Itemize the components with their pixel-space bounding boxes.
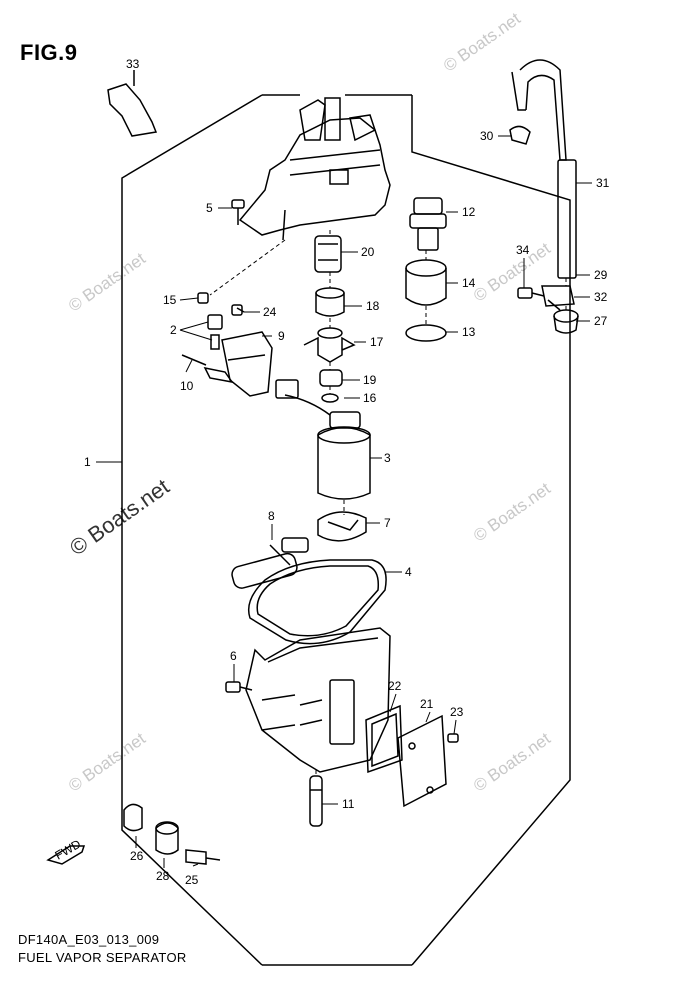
plug-26-part (123, 803, 143, 832)
assembly-outline (411, 95, 571, 966)
callout-13: 13 (462, 325, 476, 339)
callout-33: 33 (126, 57, 140, 71)
filter-holder-part (315, 287, 345, 317)
assembly-outline (121, 94, 263, 966)
callout-14: 14 (462, 276, 476, 290)
regulator-holder-part (405, 259, 447, 306)
grommet-27-part (553, 309, 579, 334)
callout-9: 9 (278, 329, 285, 343)
callout-19: 19 (363, 373, 377, 387)
callout-2: 2 (170, 323, 177, 337)
callout-1: 1 (84, 455, 91, 469)
callout-25: 25 (185, 873, 199, 887)
callout-16: 16 (363, 391, 377, 405)
callout-22: 22 (388, 679, 402, 693)
cover-gasket-part (365, 704, 403, 774)
diagram-code: DF140A_E03_013_009 (18, 932, 160, 947)
bolt-25-part (185, 849, 221, 865)
front-arrow-label: FWD (53, 837, 84, 863)
callout-31: 31 (596, 176, 610, 190)
filter-part (314, 235, 342, 273)
callout-27: 27 (594, 314, 608, 328)
callout-6: 6 (230, 649, 237, 663)
grommet-part (319, 369, 343, 387)
figure-title: FIG.9 (20, 40, 78, 65)
pressure-regulator-part (409, 197, 447, 251)
callout-7: 7 (384, 516, 391, 530)
fuel-pump-part (275, 379, 371, 500)
o-ring-part (405, 324, 447, 342)
plug-part (207, 314, 223, 330)
callout-15: 15 (163, 293, 177, 307)
callout-18: 18 (366, 299, 380, 313)
clip-32-part (541, 285, 575, 311)
front-arrow-icon (46, 845, 86, 865)
callout-32: 32 (594, 290, 608, 304)
grommet-28-part (155, 821, 179, 855)
washer-part (321, 393, 339, 403)
bolt-34-part (517, 287, 545, 299)
hose-clamp-part (509, 125, 531, 145)
pump-cover-part (221, 331, 273, 397)
callout-26: 26 (130, 849, 144, 863)
callout-28: 28 (156, 869, 170, 883)
gasket-part (247, 559, 387, 645)
pump-holder-part (317, 511, 367, 542)
callout-8: 8 (268, 509, 275, 523)
callout-23: 23 (450, 705, 464, 719)
bracket-33-part (107, 70, 158, 137)
callout-30: 30 (480, 129, 494, 143)
callout-10: 10 (180, 379, 194, 393)
callout-12: 12 (462, 205, 476, 219)
separator-case-part (245, 627, 391, 773)
callout-3: 3 (384, 451, 391, 465)
pin-part (181, 354, 207, 366)
callout-20: 20 (361, 245, 375, 259)
diagram-name: FUEL VAPOR SEPARATOR (18, 950, 187, 965)
callout-29: 29 (594, 268, 608, 282)
screw-part (231, 199, 245, 225)
callout-21: 21 (420, 697, 434, 711)
drain-screw-part (225, 681, 253, 693)
callout-24: 24 (263, 305, 277, 319)
cover-plate-part (397, 714, 447, 808)
callout-17: 17 (370, 335, 384, 349)
float-part (231, 537, 309, 589)
separator-cover-part (238, 97, 391, 241)
pipe-part (309, 775, 323, 827)
callout-4: 4 (405, 565, 412, 579)
callout-5: 5 (206, 201, 213, 215)
callout-34: 34 (516, 243, 530, 257)
cushion-part (303, 327, 356, 363)
hose-part (511, 59, 577, 279)
plate-screw-part (447, 733, 459, 743)
callout-11: 11 (342, 797, 355, 811)
